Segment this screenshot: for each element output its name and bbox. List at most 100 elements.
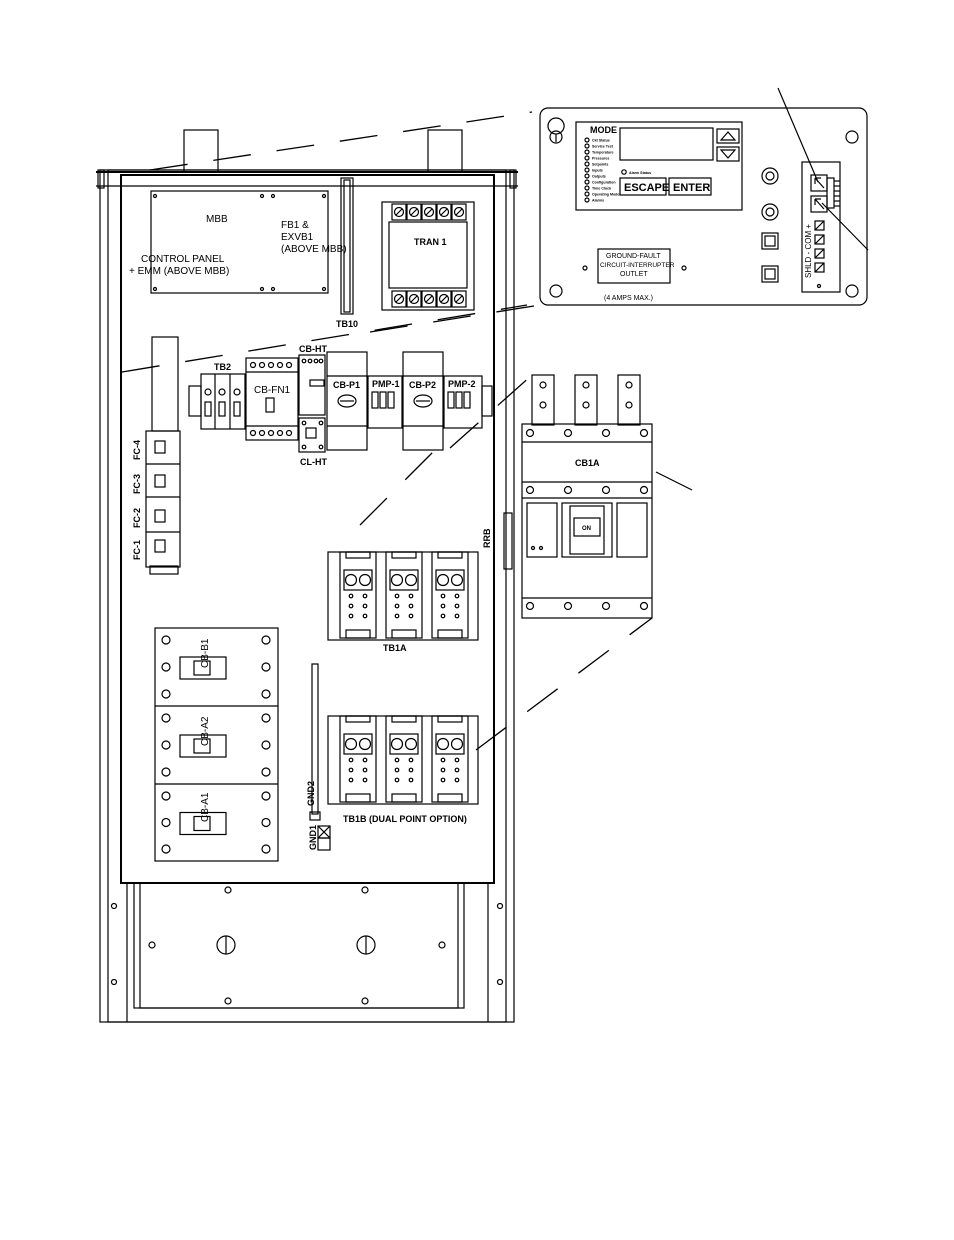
- enter-button[interactable]: [668, 177, 712, 196]
- tran1-label: TRAN 1: [414, 237, 447, 247]
- fc3-label: FC-3: [132, 474, 142, 494]
- gnd1-label: GND1: [308, 825, 318, 850]
- mbb-label: MBB: [206, 214, 228, 225]
- cb-handle: [193, 738, 211, 754]
- terminal-top-tab: [345, 551, 371, 559]
- escape-button[interactable]: [619, 177, 667, 196]
- terminal-lug: [436, 573, 450, 587]
- cb-bolt: [261, 740, 271, 750]
- cl-ht-contactor: CL-HT: [298, 417, 327, 467]
- terminal-lug: [358, 737, 372, 751]
- menu-item-label: Time Clock: [592, 187, 611, 191]
- menu-item-label: Ckt Status: [592, 139, 610, 143]
- tran1-screw-slot: [440, 208, 448, 216]
- menu-led: [584, 161, 590, 167]
- terminal-lug-frame: [435, 733, 465, 755]
- mode-label: MODE: [590, 125, 617, 135]
- gfci-label-3: OUTLET: [620, 271, 648, 278]
- tran1-screw: [393, 293, 405, 305]
- terminal-lug-frame: [343, 733, 373, 755]
- terminal-lug: [390, 737, 404, 751]
- terminal-screw: [454, 777, 460, 783]
- terminal-screw: [394, 603, 400, 609]
- terminal-screw: [440, 613, 446, 619]
- gfci-label-2: CIRCUIT-INTERRUPTER: [600, 262, 675, 269]
- terminal-lug: [450, 573, 464, 587]
- cb-handle-frame: [179, 734, 227, 758]
- wire-duct: [151, 336, 179, 432]
- cb-bolt: [261, 817, 271, 828]
- terminal-screw: [408, 593, 414, 599]
- cb-handle: [193, 660, 211, 676]
- terminal-screw: [362, 613, 368, 619]
- terminal-screw: [394, 593, 400, 599]
- terminal-screw: [394, 767, 400, 773]
- cb-bolt: [161, 767, 171, 777]
- cb-handle: [193, 815, 211, 832]
- alarm-status-label: Alarm Status: [629, 171, 651, 175]
- pmp1-label: PMP-1: [372, 379, 400, 389]
- terminal-lug: [404, 737, 418, 751]
- terminal-lug-frame: [389, 569, 419, 591]
- cb-bolt: [161, 635, 171, 645]
- tran1-screw: [453, 206, 465, 218]
- terminal-pole: [431, 551, 469, 639]
- cb-p2-breaker: CB-P2: [402, 351, 444, 451]
- tran1-terminal: [406, 290, 422, 308]
- cb-bolt: [161, 662, 171, 672]
- terminal-screw: [408, 603, 414, 609]
- terminal-screw: [362, 777, 368, 783]
- terminal-lug: [344, 737, 358, 751]
- terminal-screw: [440, 603, 446, 609]
- cb-p1-breaker: CB-P1: [326, 351, 368, 451]
- terminal-screw: [362, 603, 368, 609]
- terminal-pole: [431, 715, 469, 803]
- gfci-label-1: GROUND-FAULT: [606, 253, 661, 260]
- cb1a-label: CB1A: [575, 458, 600, 468]
- terminal-lug-frame: [343, 569, 373, 591]
- tran1-terminal: [436, 203, 452, 221]
- terminal-screw: [454, 613, 460, 619]
- terminal-bottom-tab: [391, 629, 417, 639]
- pmp1-contactor: PMP-1: [367, 375, 403, 429]
- terminal-screw: [408, 777, 414, 783]
- gnd2-label: GND2: [306, 781, 316, 806]
- terminal-lug: [344, 573, 358, 587]
- menu-led: [584, 185, 590, 191]
- terminal-bottom-tab: [437, 793, 463, 803]
- terminal-screw: [348, 777, 354, 783]
- tb1b-terminal-block: TB1B (DUAL POINT OPTION): [327, 715, 479, 824]
- terminal-top-tab: [437, 551, 463, 559]
- tb1b-label: TB1B (DUAL POINT OPTION): [343, 814, 467, 824]
- terminal-screw: [440, 767, 446, 773]
- menu-item-label: Setpoints: [592, 163, 608, 167]
- tran1-screw: [423, 206, 435, 218]
- cb-bolt: [261, 791, 271, 801]
- menu-item-label: Operating Modes: [592, 193, 621, 197]
- terminal-screw: [408, 757, 414, 763]
- cb-bolt: [161, 713, 171, 723]
- terminal-screw: [348, 757, 354, 763]
- terminal-top-tab: [437, 715, 463, 723]
- terminal-screw: [394, 777, 400, 783]
- terminal-screw: [348, 613, 354, 619]
- terminal-pole: [385, 715, 423, 803]
- cb-ht-label: CB-HT: [299, 344, 327, 354]
- tran1-terminal: [421, 203, 437, 221]
- terminal-screw: [454, 593, 460, 599]
- terminal-screw: [454, 767, 460, 773]
- escape-label: ESCAPE: [624, 182, 669, 194]
- control-panel-label-1: CONTROL PANEL: [141, 254, 225, 265]
- tb1a-label: TB1A: [383, 643, 407, 653]
- leader-lines: [121, 111, 653, 751]
- menu-led: [584, 179, 590, 185]
- tran1-screw: [423, 293, 435, 305]
- tb2-label: TB2: [214, 362, 231, 372]
- tran1-screw: [408, 293, 420, 305]
- mbb-board: MBB FB1 & EXVB1 (ABOVE MBB) CONTROL PANE…: [129, 190, 347, 294]
- fb1-label-2: EXVB1: [281, 232, 314, 243]
- terminal-screw: [408, 613, 414, 619]
- menu-item-label: Inputs: [592, 169, 603, 173]
- cb-bolt: [161, 817, 171, 828]
